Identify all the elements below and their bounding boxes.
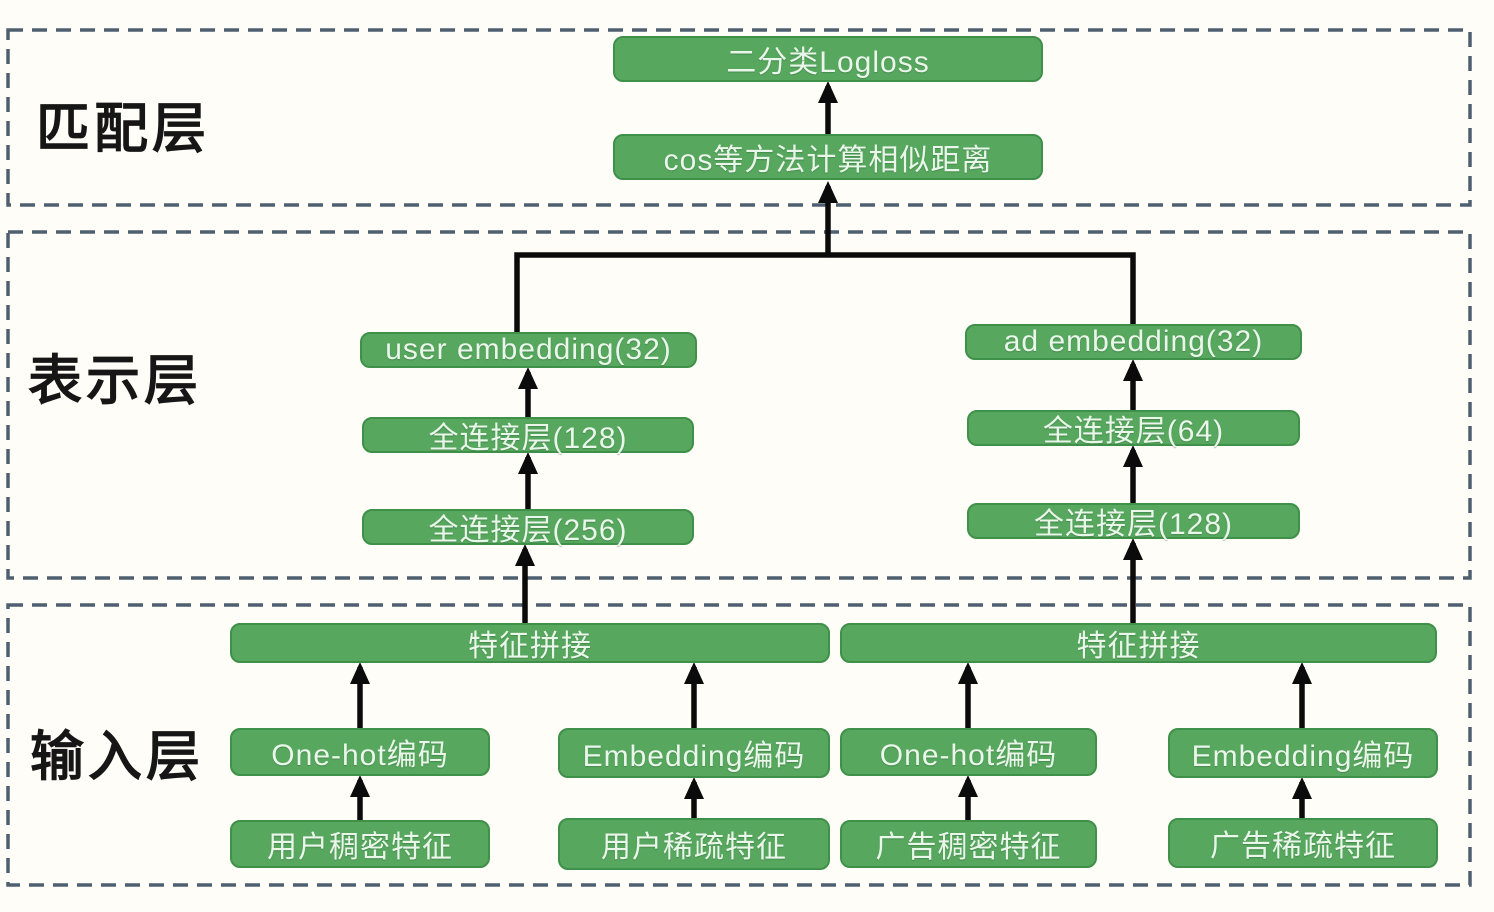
- node-user-fc-256: 全连接层(256): [362, 509, 694, 547]
- node-ad-fc-128: 全连接层(128): [967, 503, 1300, 541]
- node-ad-feature-concat: 特征拼接: [840, 623, 1437, 663]
- node-ad-embedding: ad embedding(32): [965, 324, 1302, 360]
- node-ad-sparse-features: 广告稀疏特征: [1168, 818, 1438, 868]
- tower-merge-connector: [514, 252, 1136, 332]
- input-layer-outline: [6, 603, 1472, 887]
- node-user-fc-128: 全连接层(128): [362, 417, 694, 455]
- node-cos-similarity: cos等方法计算相似距离: [613, 134, 1043, 180]
- node-ad-fc-64: 全连接层(64): [967, 410, 1300, 448]
- node-user-sparse-features: 用户稀疏特征: [558, 818, 830, 870]
- representation-layer-label: 表示层: [28, 351, 202, 411]
- input-layer-label: 输入层: [30, 727, 204, 787]
- node-user-feature-concat: 特征拼接: [230, 623, 830, 663]
- node-logloss: 二分类Logloss: [613, 36, 1043, 82]
- representation-layer-outline: [6, 230, 1472, 580]
- matching-layer-label: 匹配层: [36, 99, 210, 159]
- node-user-embedding: user embedding(32): [360, 332, 697, 368]
- node-ad-onehot-encode: One-hot编码: [840, 728, 1097, 776]
- node-user-dense-features: 用户稠密特征: [230, 820, 490, 868]
- node-user-onehot-encode: One-hot编码: [230, 728, 490, 776]
- matching-layer-outline: [6, 28, 1472, 207]
- node-ad-dense-features: 广告稠密特征: [840, 820, 1097, 868]
- node-ad-embedding-encode: Embedding编码: [1168, 728, 1438, 778]
- node-user-embedding-encode: Embedding编码: [558, 728, 830, 778]
